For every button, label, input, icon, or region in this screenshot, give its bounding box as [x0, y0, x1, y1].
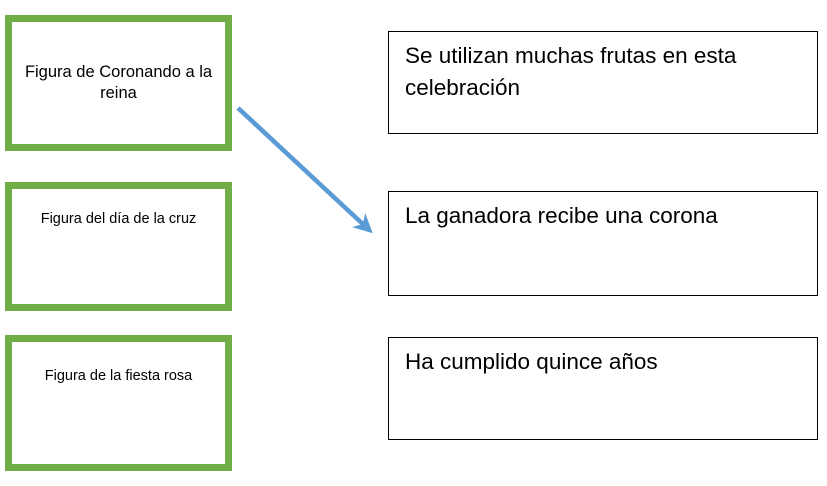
definition-box-1[interactable]: Se utilizan muchas frutas en esta celebr…: [388, 31, 818, 134]
term-box-3-label: Figura de la fiesta rosa: [44, 368, 193, 384]
definition-box-2[interactable]: La ganadora recibe una corona: [388, 191, 818, 296]
term-box-1-label: Figura de Coronando a la reina: [24, 62, 213, 102]
term-box-2-label: Figura del día de la cruz: [40, 211, 197, 227]
term-box-2[interactable]: Figura del día de la cruz: [5, 182, 232, 311]
definition-box-3-label: Ha cumplido quince años: [405, 349, 658, 374]
term-box-1[interactable]: Figura de Coronando a la reina: [5, 15, 232, 151]
definition-box-3[interactable]: Ha cumplido quince años: [388, 337, 818, 440]
definition-box-1-label: Se utilizan muchas frutas en esta celebr…: [405, 43, 737, 100]
term-box-3[interactable]: Figura de la fiesta rosa: [5, 335, 232, 471]
arrow-line: [236, 106, 373, 234]
definition-box-2-label: La ganadora recibe una corona: [405, 203, 718, 228]
